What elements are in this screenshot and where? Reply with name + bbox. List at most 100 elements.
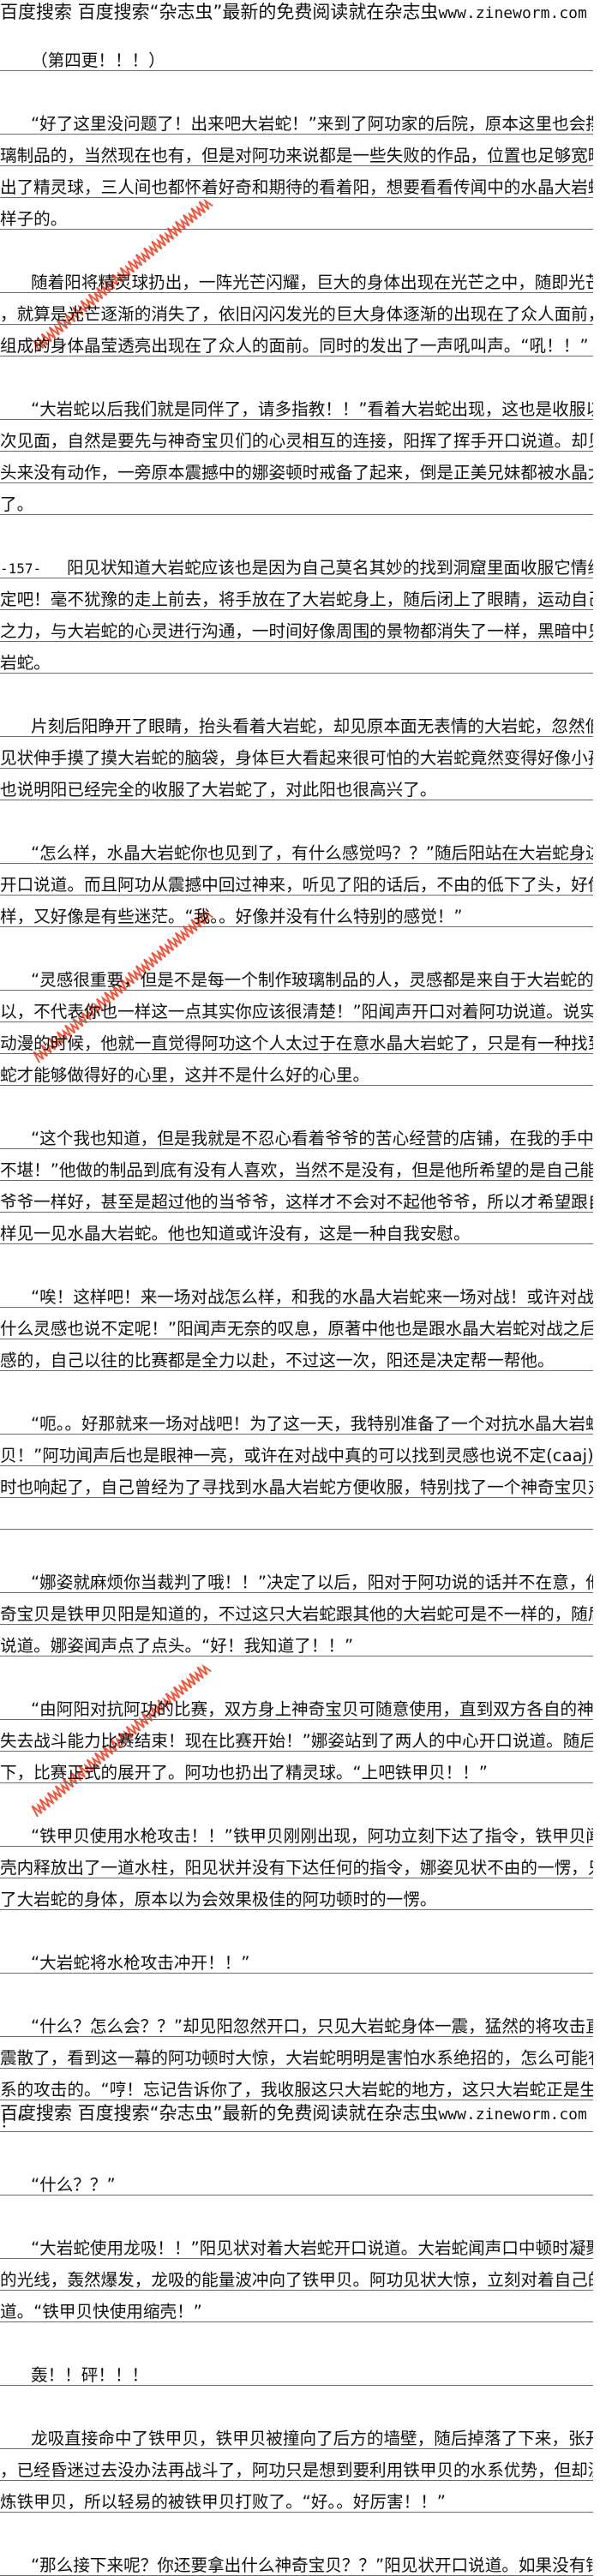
paragraph-gap [0, 2196, 593, 2227]
paragraph-gap [0, 2513, 593, 2544]
paragraph: “好了这里没问题了！出来吧大岩蛇！”来到了阿功家的后院，原本这里也会摆放很多玻璃… [0, 103, 593, 230]
paragraph: “这个我也知道，但是我就是不忍心看着爷爷的苦心经营的店铺，在我的手中变得越来越不… [0, 1117, 593, 1244]
paragraph-gap [0, 356, 593, 388]
paragraph-line: “唉！这样吧！来一场对战怎么样，和我的水晶大岩蛇来一场对战！或许对战中可以给你 [0, 1276, 593, 1308]
paragraph-line: “大岩蛇将水枪攻击冲开！！” [0, 1942, 593, 1974]
paragraph-gap [0, 674, 593, 705]
paragraph: “大岩蛇将水枪攻击冲开！！” [0, 1942, 593, 1974]
paragraph: “唉！这样吧！来一场对战怎么样，和我的水晶大岩蛇来一场对战！或许对战中可以给你什… [0, 1276, 593, 1371]
paragraph-gap [0, 1974, 593, 2005]
paragraph-line: 以，不代表你也一样这一点其实你应该很清楚！”阳闻声开口对着阿功说道。说实话在以前… [0, 991, 593, 1022]
paragraph-line: 蛇才能够做得好的心里，这并不是什么好的心里。 [0, 1054, 593, 1086]
paragraph-line: 龙吸直接命中了铁甲贝，铁甲贝被撞向了后方的墙壁，随后掉落了下来，张开了贝壳以后 [0, 2417, 593, 2449]
paragraph-line: 开口说道。而且阿功从震撼中回过神来，听见了阳的话后，不由的低下了头，好像是在沉思… [0, 864, 593, 896]
paragraph: “怎么样，水晶大岩蛇你也见到了，有什么感觉吗？？”随后阳站在大岩蛇身边对着阿功开… [0, 832, 593, 927]
paragraph-gap [0, 1086, 593, 1117]
paragraph-line: -157- 阳见状知道大岩蛇应该也是因为自己莫名其妙的找到洞窟里面收服它情绪不稳 [0, 547, 593, 578]
site-banner-label: 百度搜索 百度搜索“杂志虫”最新的免费阅读就在杂志虫 [0, 2, 439, 22]
paragraph: “那么接下来呢？你还要拿出什么神奇宝贝？？”阳见状开口说道。如果没有错的话，那 [0, 2544, 593, 2576]
paragraph: “灵感很重要，但是不是每一个制作玻璃制品的人，灵感都是来自于大岩蛇的，你也要可以… [0, 959, 593, 1086]
paragraph-line: 什么灵感也说不定呢！”阳闻声无奈的叹息，原著中他也是跟水晶大岩蛇对战之后，才有了… [0, 1308, 593, 1339]
paragraph-line: 片刻后阳睁开了眼睛，抬头看着大岩蛇，却见原本面无表情的大岩蛇，忽然低下头来，阳 [0, 705, 593, 737]
page-number: -157- [0, 560, 42, 577]
paragraph-line: 组成的身体晶莹透亮出现在了众人的面前。同时的发出了一声吼叫声。“吼！！” [0, 325, 593, 356]
paragraph-line: 轰！！砰！！！ [0, 2354, 593, 2386]
paragraph: “什么？？” [0, 2164, 593, 2196]
paragraph: 龙吸直接命中了铁甲贝，铁甲贝被撞向了后方的墙壁，随后掉落了下来，张开了贝壳以后，… [0, 2417, 593, 2513]
paragraph-gap [0, 1656, 593, 1688]
paragraph-gap [0, 800, 593, 832]
paragraph-gap [0, 1910, 593, 1942]
paragraph-line: “灵感很重要，但是不是每一个制作玻璃制品的人，灵感都是来自于大岩蛇的，你也要可 [0, 959, 593, 991]
paragraph-gap [0, 927, 593, 959]
paragraph-line: “大岩蛇以后我们就是同伴了，请多指教！！”看着大岩蛇出现，这也是收服以后的第一 [0, 388, 593, 420]
paragraph-gap [0, 515, 593, 547]
paragraph-line: 系的攻击的。“哼！忘记告诉你了，我收服这只大岩蛇的地方，这只大岩蛇正是生活在水中… [0, 2069, 593, 2100]
paragraph-line: 道。“铁甲贝快使用缩壳！” [0, 2291, 593, 2322]
paragraph: 轰！！砰！！！ [0, 2354, 593, 2386]
paragraph-line: “什么？？” [0, 2164, 593, 2196]
paragraph: “什么？怎么会？？”却见阳忽然开口，只见大岩蛇身体一震，猛然的将攻击直接的水枪震… [0, 2005, 593, 2132]
paragraph-line: 了大岩蛇的身体，原本以为会效果极佳的阿功顿时的一愣。 [0, 1878, 593, 1910]
site-banner-bottom: 百度搜索 百度搜索“杂志虫”最新的免费阅读就在杂志虫www.zineworm.c… [0, 2101, 600, 2125]
paragraph-gap [0, 2132, 593, 2164]
paragraph-gap [0, 71, 593, 103]
paragraph-line: 样见一见水晶大岩蛇。他也知道或许没有，这是一种自我安慰。 [0, 1213, 593, 1244]
paragraph: 片刻后阳睁开了眼睛，抬头看着大岩蛇，却见原本面无表情的大岩蛇，忽然低下头来，阳见… [0, 705, 593, 800]
paragraph-line: 出了精灵球，三人间也都怀着好奇和期待的看着阳，想要看看传闻中的水晶大岩蛇究竟是什… [0, 166, 593, 198]
site-banner-label: 百度搜索 百度搜索“杂志虫”最新的免费阅读就在杂志虫 [0, 2103, 439, 2124]
paragraph-line: “娜姿就麻烦你当裁判了哦！！”决定了以后，阳对于阿功说的话并不在意，他准备的神 [0, 1561, 593, 1593]
paragraph-line: 样，又好像是有些迷茫。“我。。好像并没有什么特别的感觉！” [0, 896, 593, 927]
paragraph-line: 了。 [0, 483, 593, 515]
paragraph-line: 见状伸手摸了摸大岩蛇的脑袋，身体巨大看起来很可怕的大岩蛇竟然变得好像小孩子一样了… [0, 737, 593, 769]
paragraph-line: “铁甲贝使用水枪攻击！！”铁甲贝刚刚出现，阿功立刻下达了指令，铁甲贝闻声后从贝 [0, 1815, 593, 1847]
paragraph-line: 的光线，轰然爆发，龙吸的能量波冲向了铁甲贝。阿功见状大惊，立刻对着自己的铁甲贝开… [0, 2259, 593, 2291]
paragraph-line: “呃。。好那就来一场对战吧！为了这一天，我特别准备了一个对抗水晶大岩蛇的神奇宝 [0, 1403, 593, 1435]
paragraph-line: “怎么样，水晶大岩蛇你也见到了，有什么感觉吗？？”随后阳站在大岩蛇身边对着阿功 [0, 832, 593, 864]
paragraph-line: 之力，与大岩蛇的心灵进行沟通，一时间好像周围的景物都消失了一样，黑暗中只有自己和… [0, 610, 593, 642]
paragraph-line: 动漫的时候，他就一直觉得阿功这个人太过于在意水晶大岩蛇了，只是有一种找到了水晶大… [0, 1022, 593, 1054]
paragraph-line: 下，比赛正式的展开了。阿功也扔出了精灵球。“上吧铁甲贝！！” [0, 1752, 593, 1783]
paragraph-line: “这个我也知道，但是我就是不忍心看着爷爷的苦心经营的店铺，在我的手中变得越来越 [0, 1117, 593, 1149]
paragraph: “娜姿就麻烦你当裁判了哦！！”决定了以后，阳对于阿功说的话并不在意，他准备的神奇… [0, 1561, 593, 1656]
paragraph-gap [0, 1244, 593, 1276]
site-banner-url[interactable]: www.zineworm.com [438, 2106, 587, 2124]
paragraph-line: 奇宝贝是铁甲贝阳是知道的，不过这只大岩蛇跟其他的大岩蛇可是不一样的，随后就对着娜… [0, 1593, 593, 1625]
paragraph-line: 壳内释放出了一道水柱，阳见状并没有下达任何的指令，娜姿见状不由的一愣，只见水枪命… [0, 1847, 593, 1878]
paragraph: -157- 阳见状知道大岩蛇应该也是因为自己莫名其妙的找到洞窟里面收服它情绪不稳定… [0, 547, 593, 674]
paragraph-line: 次见面，自然是要先与神奇宝贝们的心灵相互的连接，阳挥了挥手开口说道。却见大岩蛇低… [0, 420, 593, 452]
paragraph: “大岩蛇使用龙吸！！”阳见状对着大岩蛇开口说道。大岩蛇闻声口中顿时凝聚出了绿色的… [0, 2227, 593, 2322]
paragraph-line: 定吧！毫不犹豫的走上前去，将手放在了大岩蛇身上，随后闭上了眼睛，运动自己体内的波… [0, 578, 593, 610]
site-banner-url[interactable]: www.zineworm.com [438, 4, 587, 22]
paragraph-line: 也说明阳已经完全的收服了大岩蛇了，对此阳也很高兴了。 [0, 769, 593, 800]
paragraph-line: “好了这里没问题了！出来吧大岩蛇！”来到了阿功家的后院，原本这里也会摆放很多玻 [0, 103, 593, 135]
paragraph-line: “由阿阳对抗阿功的比赛，双方身上神奇宝贝可随意使用，直到双方各自的神奇宝贝全部 [0, 1688, 593, 1720]
paragraph-line: 贝！”阿功闻声后也是眼神一亮，或许在对战中真的可以找到灵感也说不定(caaj)，… [0, 1435, 593, 1466]
paragraph-line: 璃制品的，当然现在也有，但是对阿功来说都是一些失败的作品，位置也足够宽旷，阳说着… [0, 135, 593, 166]
paragraph-line: 感的，自己以往的比赛都是全力以赴，不过这一次，阳还是决定帮一帮他。 [0, 1339, 593, 1371]
paragraph: “铁甲贝使用水枪攻击！！”铁甲贝刚刚出现，阿功立刻下达了指令，铁甲贝闻声后从贝壳… [0, 1815, 593, 1910]
paragraph-line: “大岩蛇使用龙吸！！”阳见状对着大岩蛇开口说道。大岩蛇闻声口中顿时凝聚出了绿色 [0, 2227, 593, 2259]
site-banner-top: 百度搜索 百度搜索“杂志虫”最新的免费阅读就在杂志虫www.zineworm.c… [0, 0, 600, 24]
paragraph-line: 岩蛇。 [0, 642, 593, 674]
paragraph-line: “那么接下来呢？你还要拿出什么神奇宝贝？？”阳见状开口说道。如果没有错的话，那 [0, 2544, 593, 2576]
paragraph-gap [0, 230, 593, 261]
paragraph-line: 随着阳将精灵球扔出，一阵光芒闪耀，巨大的身体出现在光芒之中，随即光芒逐渐的散去 [0, 261, 593, 293]
paragraph-line: 说道。娜姿闻声点了点头。“好！我知道了！！” [0, 1625, 593, 1656]
paragraph-line: 震散了，看到这一幕的阿功顿时大惊，大岩蛇明明是害怕水系绝招的，怎么可能有能力震开… [0, 2037, 593, 2069]
paragraph: “由阿阳对抗阿功的比赛，双方身上神奇宝贝可随意使用，直到双方各自的神奇宝贝全部失… [0, 1688, 593, 1783]
paragraph-line: 不堪！”他做的制品到底有没有人喜欢，当然不是没有，但是他所希望的是自己能够做的跟… [0, 1149, 593, 1181]
paragraph: 随着阳将精灵球扔出，一阵光芒闪耀，巨大的身体出现在光芒之中，随即光芒逐渐的散去，… [0, 261, 593, 356]
paragraph-line: ，就算是光芒逐渐的消失了，依旧闪闪发光的巨大身体逐渐的出现在了众人面前，全部由水… [0, 293, 593, 325]
paragraph-gap [0, 2322, 593, 2354]
paragraph-gap [0, 1783, 593, 1815]
paragraph: “呃。。好那就来一场对战吧！为了这一天，我特别准备了一个对抗水晶大岩蛇的神奇宝贝… [0, 1403, 593, 1498]
paragraph-line: 样子的。 [0, 198, 593, 230]
paragraph-gap [0, 1371, 593, 1403]
article-body: （第四更！！！） “好了这里没问题了！出来吧大岩蛇！”来到了阿功家的后院，原本这里… [0, 39, 593, 2576]
paragraph-line: 头来没有动作，一旁原本震撼中的娜姿顿时戒备了起来，倒是正美兄妹都被水晶大岩蛇给吸… [0, 452, 593, 483]
paragraph-line: 失去战斗能力比赛结束！现在比赛开始！”娜姿站到了两人的中心开口说道。随后高举起手… [0, 1720, 593, 1752]
paragraph-line: ，已经昏迷过去没办法再战斗了，阿功只是想到要利用铁甲贝的水系优势，但却没有太多的… [0, 2449, 593, 2481]
line-text: 阳见状知道大岩蛇应该也是因为自己莫名其妙的找到洞窟里面收服它情绪不稳 [67, 558, 593, 578]
chapter-note: （第四更！！！） [0, 39, 593, 71]
